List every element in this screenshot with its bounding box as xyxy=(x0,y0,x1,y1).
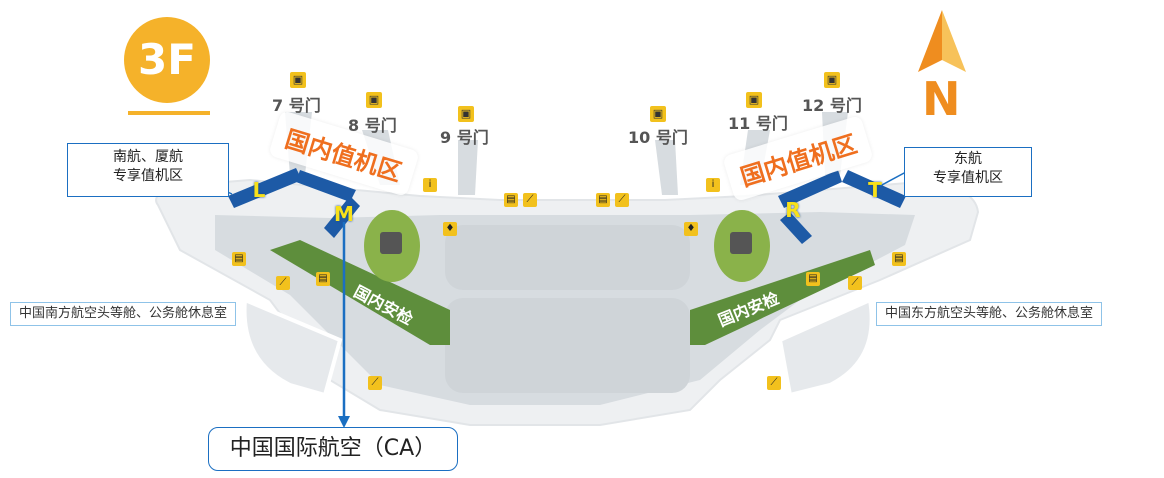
counter-t-label: T xyxy=(868,178,882,202)
compass-arrow-icon xyxy=(918,10,942,72)
central-lower-block xyxy=(445,298,690,393)
gate-11-icon: ▣ xyxy=(746,92,762,108)
restroom-icon: ♦ xyxy=(684,222,698,236)
right-private-checkin-callout: 东航 专享值机区 xyxy=(904,147,1032,197)
gate-7-icon: ▣ xyxy=(290,72,306,88)
counter-bar-l xyxy=(228,168,302,208)
escalator-icon: ⟋ xyxy=(767,376,781,390)
elevator-icon: ▤ xyxy=(596,193,610,207)
left-private-checkin-line1: 南航、厦航 xyxy=(113,149,183,165)
counter-bar-r2 xyxy=(780,212,812,244)
elevator-icon: ▤ xyxy=(504,193,518,207)
compass-north-label: N xyxy=(922,72,961,126)
elevator-icon: ▤ xyxy=(232,252,246,266)
pier-9 xyxy=(458,140,478,195)
right-lounge-wing xyxy=(777,297,874,398)
floor-underline xyxy=(128,111,210,115)
elevator-icon: ▤ xyxy=(806,272,820,286)
gate-12-label: 12 号门 xyxy=(802,96,862,115)
elevator-icon: ▤ xyxy=(316,272,330,286)
floor-badge: 3F xyxy=(124,17,210,103)
right-private-checkin-line2: 专享值机区 xyxy=(933,170,1003,186)
gate-9-icon: ▣ xyxy=(458,106,474,122)
ca-pointer-arrowhead xyxy=(338,416,350,428)
counter-m-label: M xyxy=(334,202,354,226)
gate-9-label: 9 号门 xyxy=(440,128,489,147)
gate-10-label: 10 号门 xyxy=(628,128,688,147)
counter-bar-r1 xyxy=(778,170,842,208)
elevator-icon: ▤ xyxy=(892,252,906,266)
gate-8-icon: ▣ xyxy=(366,92,382,108)
right-callout-connector xyxy=(879,171,907,187)
counter-r-label: R xyxy=(785,198,801,222)
gate-7-label: 7 号门 xyxy=(272,96,321,115)
left-lounge-callout: 中国南方航空头等舱、公务舱休息室 xyxy=(10,302,237,326)
escalator-icon: ⟋ xyxy=(523,193,537,207)
counter-l-label: L xyxy=(252,178,266,202)
compass-arrow-shade xyxy=(942,10,966,72)
security-lane-left xyxy=(270,240,450,345)
security-lane-right xyxy=(690,250,875,345)
info-icon: i xyxy=(423,178,437,192)
garden-right-escalator-icon xyxy=(730,232,752,254)
left-private-checkin-callout: 南航、厦航 专享值机区 xyxy=(67,143,229,197)
counter-bar-t xyxy=(842,170,906,208)
escalator-icon: ⟋ xyxy=(276,276,290,290)
gate-10-icon: ▣ xyxy=(650,106,666,122)
gate-8-label: 8 号门 xyxy=(348,116,397,135)
counter-bar-m1 xyxy=(296,170,356,202)
right-lounge-callout: 中国东方航空头等舱、公务舱休息室 xyxy=(876,302,1103,326)
airline-ca-label: 中国国际航空（CA） xyxy=(208,427,458,471)
right-private-checkin-line1: 东航 xyxy=(954,151,982,167)
garden-left-escalator-icon xyxy=(380,232,402,254)
left-private-checkin-line2: 专享值机区 xyxy=(113,168,183,184)
escalator-icon: ⟋ xyxy=(368,376,382,390)
pier-10 xyxy=(655,140,678,195)
info-icon: i xyxy=(706,178,720,192)
escalator-icon: ⟋ xyxy=(615,193,629,207)
restroom-icon: ♦ xyxy=(443,222,457,236)
left-lounge-wing xyxy=(242,297,343,398)
gate-12-icon: ▣ xyxy=(824,72,840,88)
central-hall-block xyxy=(445,225,690,290)
escalator-icon: ⟋ xyxy=(848,276,862,290)
gate-11-label: 11 号门 xyxy=(728,114,788,133)
counter-bar-m2 xyxy=(324,196,360,238)
